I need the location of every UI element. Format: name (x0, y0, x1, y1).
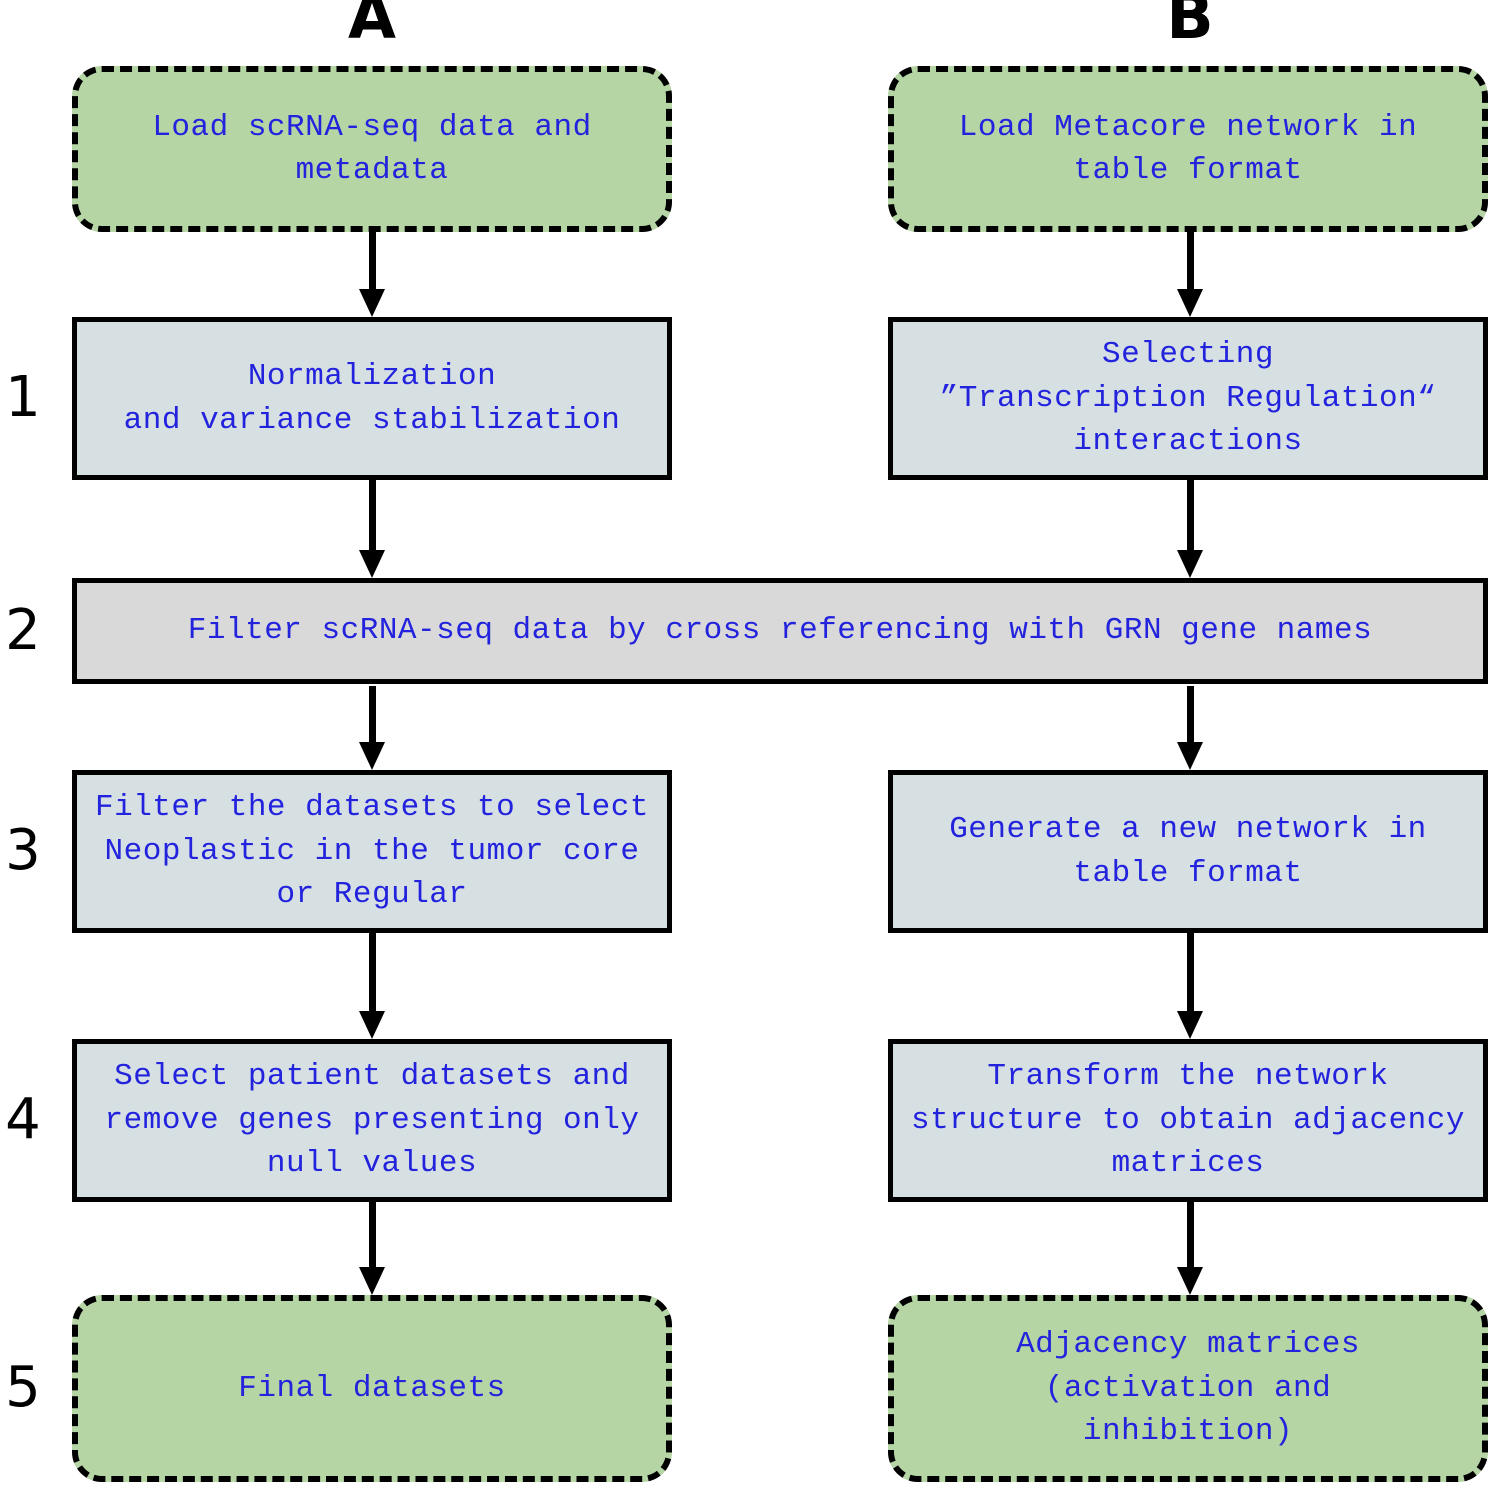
arrow-down-icon (1177, 1202, 1203, 1295)
node-select-transcription-regulation: Selecting ”Transcription Regulation“ int… (888, 317, 1488, 480)
arrow-stem (368, 480, 376, 558)
arrow-stem (368, 933, 376, 1019)
arrow-down-icon (359, 933, 385, 1039)
arrow-stem (1186, 480, 1194, 558)
node-load-scrna-data: Load scRNA-seq data and metadata (72, 66, 672, 232)
node-final-datasets: Final datasets (72, 1295, 672, 1482)
arrow-head-icon (1177, 289, 1203, 317)
arrow-down-icon (359, 480, 385, 578)
arrow-stem (368, 686, 376, 750)
node-transform-network-structure: Transform the network structure to obtai… (888, 1039, 1488, 1202)
arrow-down-icon (1177, 480, 1203, 578)
arrow-head-icon (1177, 550, 1203, 578)
arrow-stem (1186, 933, 1194, 1019)
node-filter-cross-reference: Filter scRNA-seq data by cross referenci… (72, 578, 1488, 684)
node-adjacency-matrices: Adjacency matrices (activation and inhib… (888, 1295, 1488, 1482)
arrow-down-icon (359, 232, 385, 317)
arrow-head-icon (1177, 1267, 1203, 1295)
step-number-5: 5 (5, 1355, 41, 1420)
arrow-stem (1186, 686, 1194, 750)
node-generate-new-network: Generate a new network in table format (888, 770, 1488, 933)
arrow-head-icon (359, 289, 385, 317)
arrow-head-icon (1177, 1011, 1203, 1039)
arrow-head-icon (359, 1267, 385, 1295)
arrow-down-icon (1177, 686, 1203, 770)
column-a-header: A (348, 0, 396, 53)
column-b-header: B (1166, 0, 1214, 53)
arrow-head-icon (1177, 742, 1203, 770)
node-normalization: Normalization and variance stabilization (72, 317, 672, 480)
node-select-patient-datasets: Select patient datasets and remove genes… (72, 1039, 672, 1202)
arrow-head-icon (359, 550, 385, 578)
arrow-stem (1186, 232, 1194, 297)
arrow-stem (1186, 1202, 1194, 1275)
arrow-down-icon (359, 1202, 385, 1295)
arrow-down-icon (1177, 933, 1203, 1039)
step-number-4: 4 (5, 1087, 41, 1152)
arrow-stem (368, 232, 376, 297)
node-load-metacore-network: Load Metacore network in table format (888, 66, 1488, 232)
step-number-1: 1 (5, 365, 41, 430)
step-number-3: 3 (5, 818, 41, 883)
arrow-head-icon (359, 742, 385, 770)
arrow-head-icon (359, 1011, 385, 1039)
arrow-down-icon (1177, 232, 1203, 317)
arrow-down-icon (359, 686, 385, 770)
node-filter-neoplastic: Filter the datasets to select Neoplastic… (72, 770, 672, 933)
arrow-stem (368, 1202, 376, 1275)
step-number-2: 2 (5, 598, 41, 663)
